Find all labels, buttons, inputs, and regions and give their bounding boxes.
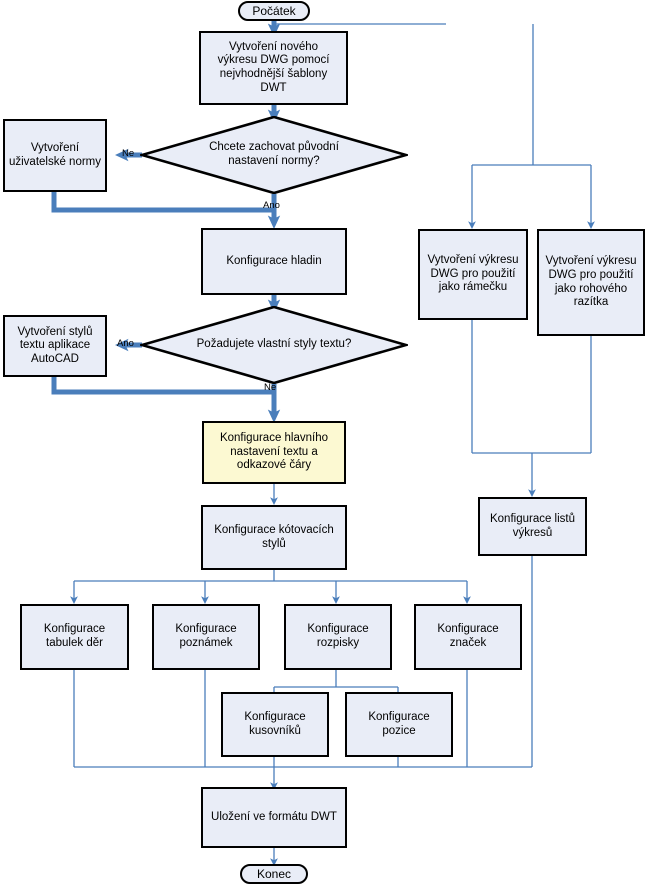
node-configure-rozpiska-label: Konfigurace rozpisky [307,623,369,649]
node-start[interactable]: Počátek [238,1,310,21]
node-create-new-dwg[interactable]: Vytvoření nového výkresu DWG pomocí nejv… [199,31,348,105]
node-decision-text-styles-label: Požadujete vlastní styly textu? [196,338,352,351]
node-configure-marks-label: Konfigurace značek [437,623,499,649]
node-configure-sheets[interactable]: Konfigurace listů výkresů [478,497,587,556]
diamond-shape [140,116,408,194]
edge-usernorm-return [51,192,274,213]
node-configure-hole-tables-label: Konfigurace tabulek děr [43,623,106,649]
node-create-new-dwg-label: Vytvoření nového výkresu DWG pomocí nejv… [217,40,330,94]
node-configure-sheets-label: Konfigurace listů výkresů [489,512,576,539]
node-create-user-standard-label: Vytvoření uživatelské normy [8,141,102,168]
node-configure-marks[interactable]: Konfigurace značek [414,604,522,670]
node-configure-main-text[interactable]: Konfigurace hlavního nastavení textu a o… [202,421,346,484]
node-end[interactable]: Konec [240,864,308,884]
node-configure-bom[interactable]: Konfigurace kusovníků [221,692,329,757]
node-create-autocad-text-styles[interactable]: Vytvoření stylů textu aplikace AutoCAD [3,315,107,377]
node-configure-hole-tables[interactable]: Konfigurace tabulek děr [20,604,129,670]
node-configure-balloon[interactable]: Konfigurace pozice [345,692,453,757]
node-create-autocad-text-styles-label: Vytvoření stylů textu aplikace AutoCAD [17,325,93,365]
node-configure-dim-styles[interactable]: Konfigurace kótovacích stylů [201,505,347,570]
edge-label-standard-yes: Ano [263,200,280,211]
edge-label-text-no: Ne [264,382,277,393]
edge-textstyles-return [51,377,274,395]
node-create-frame-dwg[interactable]: Vytvoření výkresu DWG pro použití jako r… [418,229,528,320]
node-configure-dim-styles-label: Konfigurace kótovacích stylů [214,523,334,550]
node-configure-layers-label: Konfigurace hladin [226,254,322,267]
node-create-title-block-dwg-label: Vytvoření výkresu DWG pro použití jako r… [545,255,637,309]
node-create-frame-dwg-label: Vytvoření výkresu DWG pro použití jako r… [427,254,519,294]
node-configure-notes[interactable]: Konfigurace poznámek [152,604,260,670]
node-configure-rozpiska[interactable]: Konfigurace rozpisky [284,604,392,670]
node-save-as-dwt-label: Uložení ve formátu DWT [211,810,337,823]
edge-label-text-yes: Ano [117,338,134,349]
node-create-title-block-dwg[interactable]: Vytvoření výkresu DWG pro použití jako r… [537,229,645,336]
node-configure-balloon-label: Konfigurace pozice [368,710,430,737]
node-configure-bom-label: Konfigurace kusovníků [244,710,306,737]
node-configure-layers[interactable]: Konfigurace hladin [201,228,347,295]
edge-label-standard-no: Ne [122,148,135,159]
node-decision-keep-standard-label: Chcete zachovat původní nastavení normy? [209,141,339,167]
node-decision-keep-standard[interactable]: Chcete zachovat původní nastavení normy? [140,116,408,194]
node-create-user-standard[interactable]: Vytvoření uživatelské normy [3,119,107,192]
node-configure-main-text-label: Konfigurace hlavního nastavení textu a o… [219,432,329,472]
node-end-label: Konec [256,866,292,881]
node-start-label: Počátek [252,3,296,18]
node-decision-text-styles[interactable]: Požadujete vlastní styly textu? [140,306,408,384]
node-save-as-dwt[interactable]: Uložení ve formátu DWT [201,787,347,848]
diamond-shape [140,306,408,384]
node-configure-notes-label: Konfigurace poznámek [175,623,237,649]
